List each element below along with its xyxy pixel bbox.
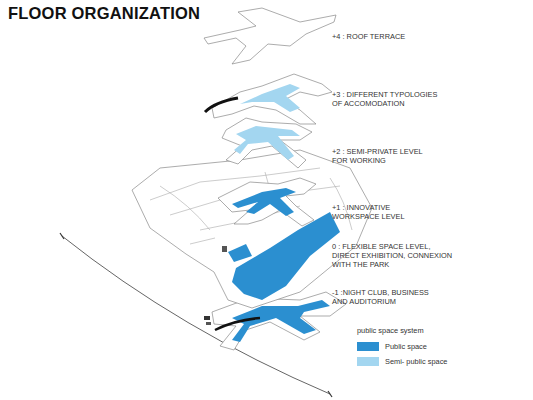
- semi-public-space-area: [240, 84, 300, 112]
- line-tick: [60, 233, 64, 239]
- public-space-area: [232, 188, 296, 216]
- wall-curve: [215, 318, 260, 330]
- line-tick: [328, 391, 332, 397]
- legend-heading: public space system: [357, 327, 507, 336]
- plan-detail: [222, 246, 227, 252]
- level-label: +4 : ROOF TERRACE: [332, 33, 512, 42]
- legend-swatch: [357, 342, 379, 351]
- legend-label: Semi- public space: [385, 357, 447, 366]
- legend-swatch: [357, 357, 379, 366]
- level-label: 0 : FLEXIBLE SPACE LEVEL, DIRECT EXHIBIT…: [332, 243, 454, 270]
- plan-detail: [204, 316, 210, 320]
- plan-detail: [206, 322, 211, 325]
- wall-curve: [205, 98, 238, 112]
- legend-label: Public space: [385, 342, 427, 351]
- level-label: +3 : DIFFERENT TYPOLOGIES OF ACCOMODATIO…: [332, 91, 444, 109]
- floor-plate: [222, 118, 312, 168]
- diagram-title: FLOOR ORGANIZATION: [8, 4, 200, 23]
- floor-plate: [132, 150, 372, 308]
- roof-plate: [204, 8, 336, 64]
- level-label: +2 : SEMI-PRIVATE LEVEL FOR WORKING: [332, 148, 432, 166]
- floor-plate: [218, 178, 316, 226]
- semi-public-space-area: [234, 126, 300, 160]
- public-space-area: [228, 244, 252, 262]
- level-label: +1 : INNOVATIVE WORKSPACE LEVEL: [332, 204, 407, 222]
- level-label: -1 :NIGHT CLUB, BUSINESS AND AUDITORIUM: [332, 289, 432, 307]
